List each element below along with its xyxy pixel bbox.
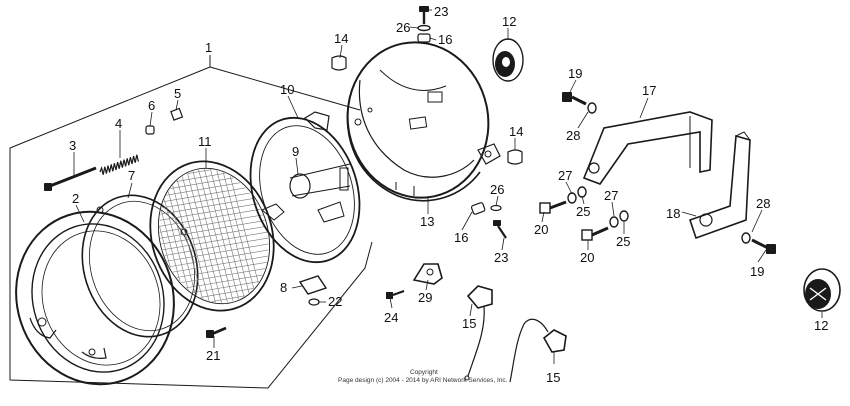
callout-19-bottom: 19 bbox=[750, 264, 764, 279]
grommet-top bbox=[492, 38, 524, 82]
callout-23-top: 23 bbox=[434, 4, 448, 19]
callout-2: 2 bbox=[72, 191, 79, 206]
screw-21 bbox=[206, 326, 227, 338]
callout-10: 10 bbox=[280, 82, 294, 97]
bolt-19-top bbox=[562, 92, 597, 114]
callout-11: 11 bbox=[198, 134, 212, 149]
callout-5: 5 bbox=[174, 86, 181, 101]
copyright-line-1: Copyright bbox=[410, 369, 438, 376]
damper-top bbox=[331, 55, 347, 71]
callout-26-bottom: 26 bbox=[490, 182, 504, 197]
damper-side bbox=[507, 149, 523, 165]
headlight-rim bbox=[15, 210, 175, 386]
callout-21: 21 bbox=[206, 348, 220, 363]
callout-27-lower: 27 bbox=[604, 188, 618, 203]
socket-wire-15-left bbox=[464, 285, 493, 381]
callout-1: 1 bbox=[205, 40, 212, 55]
mounting-ring bbox=[81, 194, 199, 338]
callout-16-top: 16 bbox=[438, 32, 452, 47]
adjusting-spring bbox=[99, 154, 139, 175]
screw-24 bbox=[386, 290, 405, 299]
stay-bracket-right bbox=[582, 111, 713, 185]
callout-14-top: 14 bbox=[334, 31, 348, 46]
callout-28-bottom: 28 bbox=[756, 196, 770, 211]
case-lower-fasteners bbox=[470, 202, 507, 239]
assembly-outline bbox=[9, 55, 373, 389]
callout-27-upper: 27 bbox=[558, 168, 572, 183]
screw-22 bbox=[308, 298, 320, 306]
callout-29: 29 bbox=[418, 290, 432, 305]
callout-3: 3 bbox=[69, 138, 76, 153]
callout-17: 17 bbox=[642, 83, 656, 98]
callout-25-upper: 25 bbox=[576, 204, 590, 219]
clip-29 bbox=[412, 263, 443, 285]
callout-15-left: 15 bbox=[462, 316, 476, 331]
callout-9: 9 bbox=[292, 144, 299, 159]
callout-12-bottom: 12 bbox=[814, 318, 828, 333]
callout-25-lower: 25 bbox=[616, 234, 630, 249]
callout-6: 6 bbox=[148, 98, 155, 113]
callout-15-right: 15 bbox=[546, 370, 560, 385]
spring-nut bbox=[170, 107, 184, 121]
headlight-case bbox=[346, 41, 501, 202]
callout-14-side: 14 bbox=[509, 124, 523, 139]
callout-8: 8 bbox=[280, 280, 287, 295]
part-callouts: 1 2 3 4 5 6 7 8 9 10 11 12 12 13 14 14 1… bbox=[69, 4, 828, 385]
stay-bracket-left bbox=[688, 131, 751, 240]
top-fasteners bbox=[417, 6, 431, 43]
copyright-notice: Copyright Page design (c) 2004 - 2014 by… bbox=[338, 369, 508, 384]
bolt-20-lower bbox=[581, 210, 629, 241]
callout-24: 24 bbox=[384, 310, 398, 325]
adjusting-ring bbox=[249, 111, 361, 264]
callout-4: 4 bbox=[115, 116, 122, 131]
socket-wire-15-right bbox=[509, 318, 567, 383]
callout-26-top: 26 bbox=[396, 20, 410, 35]
callout-18: 18 bbox=[666, 206, 680, 221]
callout-7: 7 bbox=[128, 168, 135, 183]
copyright-line-2: Page design (c) 2004 - 2014 by ARI Netwo… bbox=[338, 377, 508, 384]
clip-8 bbox=[298, 275, 328, 295]
bolt-19-bottom bbox=[741, 232, 776, 254]
callout-20-upper: 20 bbox=[534, 222, 548, 237]
adjusting-screw bbox=[44, 166, 97, 191]
callout-22: 22 bbox=[328, 294, 342, 309]
callout-28-top: 28 bbox=[566, 128, 580, 143]
callout-19-top: 19 bbox=[568, 66, 582, 81]
callout-16-bottom: 16 bbox=[454, 230, 468, 245]
leader-lines bbox=[73, 9, 823, 364]
callout-20-lower: 20 bbox=[580, 250, 594, 265]
grommet-lower bbox=[803, 268, 841, 312]
callout-13: 13 bbox=[420, 214, 434, 229]
callout-23-bottom: 23 bbox=[494, 250, 508, 265]
callout-12-top: 12 bbox=[502, 14, 516, 29]
adjuster-nut bbox=[145, 125, 155, 135]
